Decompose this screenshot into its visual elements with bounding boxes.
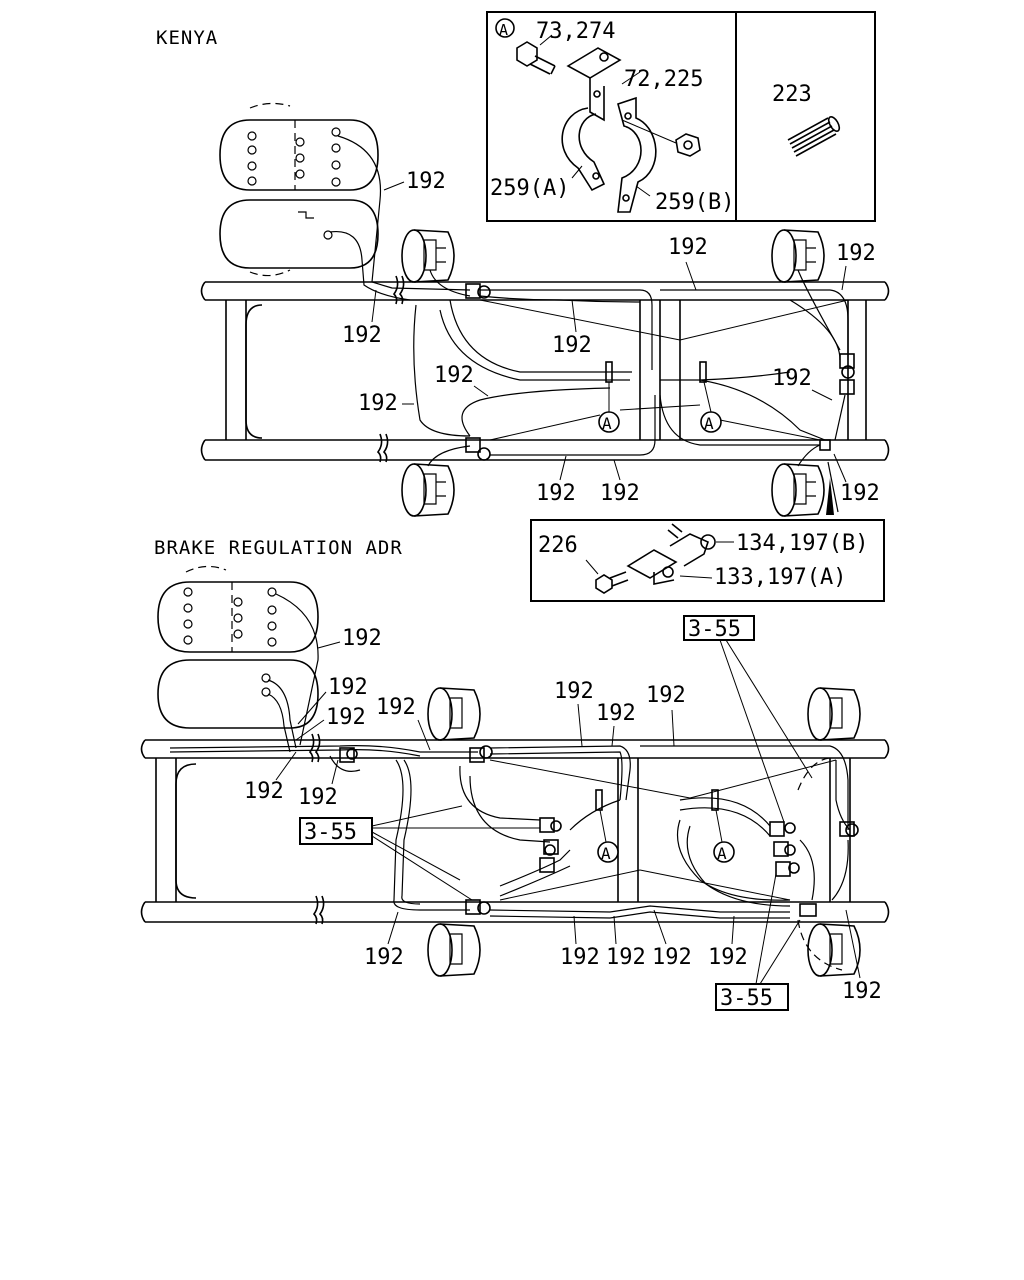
brake-chamber-icon bbox=[771, 463, 825, 517]
pipe-label: 192 bbox=[842, 979, 882, 1004]
elbow-fitting-icon bbox=[667, 523, 716, 567]
pipe-label: 192 bbox=[772, 366, 812, 391]
pipe-label: 192 bbox=[342, 323, 382, 348]
clamp-a-label: 259(A) bbox=[490, 176, 569, 201]
load-valve-icon bbox=[769, 821, 800, 877]
pipe-label: 192 bbox=[244, 779, 284, 804]
tee-label: 133,197(A) bbox=[714, 565, 846, 590]
kenya-title: KENYA bbox=[156, 27, 218, 49]
clip-icon bbox=[699, 361, 707, 383]
pipe-label: 192 bbox=[536, 481, 576, 506]
detail-a-marker: A bbox=[499, 21, 508, 39]
detail-a-marker-circle bbox=[495, 18, 515, 38]
ref-3-55-top: 3-55 bbox=[683, 615, 813, 823]
clamp-b-icon bbox=[617, 96, 657, 213]
relay-valve-icon bbox=[465, 899, 491, 915]
clip-marker: A bbox=[602, 414, 612, 433]
bolt-label: 73,274 bbox=[536, 19, 615, 44]
clip-icon bbox=[711, 789, 719, 811]
ref-label: 3-55 bbox=[720, 986, 773, 1011]
pipe-label: 192 bbox=[552, 333, 592, 358]
relay-valve-icon bbox=[839, 821, 859, 837]
pipe-label: 192 bbox=[646, 683, 686, 708]
detail-a-box: A bbox=[486, 11, 876, 222]
pipe-label: 192 bbox=[668, 235, 708, 260]
ref-3-55-left: 3-55 bbox=[299, 805, 540, 901]
pipe-label: 192 bbox=[326, 705, 366, 730]
fitting-bolt-label: 226 bbox=[538, 533, 578, 558]
brake-chamber-icon bbox=[427, 923, 481, 977]
pipe-label: 192 bbox=[342, 626, 382, 651]
spring-label: 223 bbox=[772, 82, 812, 107]
pipe-label: 192 bbox=[836, 241, 876, 266]
brake-pipes-adr bbox=[169, 593, 851, 971]
pipe-label: 192 bbox=[600, 481, 640, 506]
pipe-label: 192 bbox=[328, 675, 368, 700]
relay-valve-icon bbox=[465, 437, 491, 461]
tee-fitting-icon bbox=[819, 439, 831, 451]
pipe-label: 192 bbox=[406, 169, 446, 194]
air-tanks-adr bbox=[157, 565, 319, 729]
brake-chamber-icon bbox=[771, 229, 825, 283]
brake-chamber-icon bbox=[401, 463, 455, 517]
ref-3-55-bottom: 3-55 bbox=[715, 873, 801, 1011]
pipe-label: 192 bbox=[364, 945, 404, 970]
spring-icon bbox=[787, 115, 841, 157]
relay-valve-icon bbox=[469, 745, 493, 763]
pipe-label: 192 bbox=[298, 785, 338, 810]
pipe-label: 192 bbox=[376, 695, 416, 720]
brake-chamber-icon bbox=[427, 687, 481, 741]
pipe-labels-kenya: 192 192 192 192 192 192 192 192 192 192 … bbox=[342, 169, 880, 506]
chassis-frame-adr bbox=[140, 733, 890, 925]
nut-icon bbox=[675, 133, 701, 157]
clip-marker: A bbox=[717, 844, 727, 863]
clip-marker-circle bbox=[597, 841, 619, 863]
pipe-labels-adr: 192 192 192 192 192 192 192 192 192 192 … bbox=[244, 626, 882, 1004]
clamp-b-label: 259(B) bbox=[655, 190, 734, 215]
relay-valve-icon bbox=[839, 353, 855, 395]
pipe-label: 192 bbox=[358, 391, 398, 416]
relay-valve-icon bbox=[339, 747, 358, 763]
clamp-bracket-icon bbox=[566, 47, 622, 122]
pipe-label: 192 bbox=[554, 679, 594, 704]
brake-chamber-icon bbox=[401, 229, 455, 283]
relay-valve-icon bbox=[465, 283, 491, 299]
clamp-a-icon bbox=[561, 107, 606, 192]
pipe-label: 192 bbox=[434, 363, 474, 388]
clip-marker: A bbox=[704, 414, 714, 433]
brake-chamber-icon bbox=[807, 687, 861, 741]
pipe-label: 192 bbox=[708, 945, 748, 970]
ref-label: 3-55 bbox=[304, 820, 357, 845]
brake-chamber-icon bbox=[807, 923, 861, 977]
nut-label: 72,225 bbox=[624, 67, 703, 92]
adr-title: BRAKE REGULATION ADR bbox=[154, 537, 403, 559]
detail-fitting-box: 226 134,197(B) 133,197(A) bbox=[530, 519, 885, 602]
pipe-label: 192 bbox=[596, 701, 636, 726]
brake-pipes-kenya bbox=[329, 135, 849, 515]
pipe-label: 192 bbox=[840, 481, 880, 506]
ref-label: 3-55 bbox=[688, 617, 741, 642]
bolt-icon bbox=[595, 571, 629, 594]
tee-fitting-icon bbox=[626, 549, 678, 585]
pipe-label: 192 bbox=[652, 945, 692, 970]
air-tanks-kenya bbox=[219, 102, 379, 277]
tee-fitting-icon bbox=[799, 903, 817, 917]
pipe-label: 192 bbox=[560, 945, 600, 970]
pipe-pointer bbox=[826, 478, 834, 515]
pipe-label: 192 bbox=[606, 945, 646, 970]
clip-marker: A bbox=[601, 844, 611, 863]
clip-marker-circle bbox=[713, 841, 735, 863]
clip-icon bbox=[595, 789, 603, 811]
chassis-frame-kenya bbox=[200, 275, 890, 463]
bolt-icon bbox=[516, 41, 556, 75]
load-valve-icon bbox=[539, 817, 562, 873]
elbow-label: 134,197(B) bbox=[736, 531, 868, 556]
